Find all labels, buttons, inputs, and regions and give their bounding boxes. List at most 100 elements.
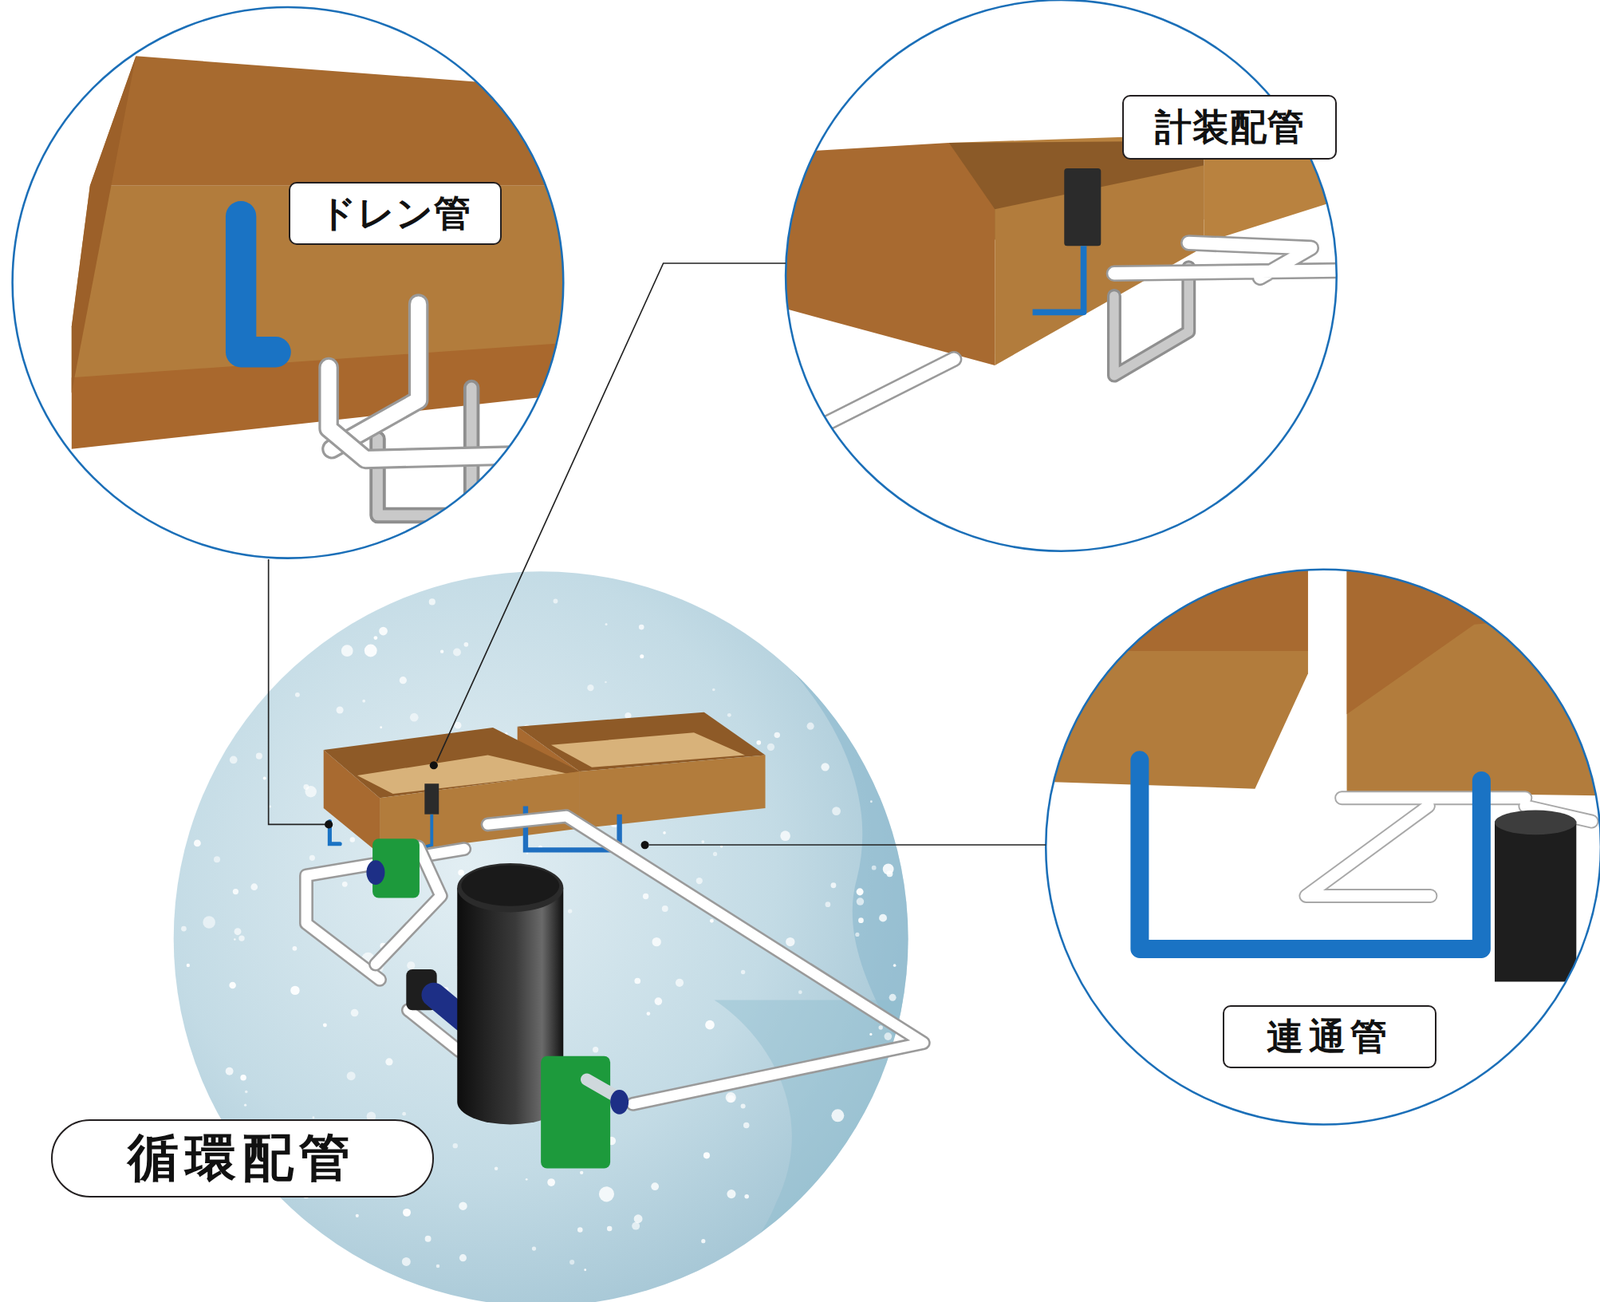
zoom-circle-drain xyxy=(12,7,583,559)
bubble-group xyxy=(675,978,684,987)
zoom-circle-connecting xyxy=(1347,560,1600,796)
bubble-group xyxy=(532,1245,536,1250)
bubble-group xyxy=(807,722,815,730)
connecting-pipe xyxy=(1139,760,1482,950)
bubble-group xyxy=(341,644,354,657)
bubble-group xyxy=(577,1226,584,1233)
bubble-group xyxy=(889,993,897,1001)
bubble-group xyxy=(457,869,465,876)
instrument-pipe xyxy=(424,814,432,848)
bubble-group xyxy=(567,908,572,913)
bubble-group xyxy=(856,897,865,906)
bubble-group xyxy=(263,776,267,780)
bubble-group xyxy=(878,1024,883,1029)
leader-dot xyxy=(640,840,649,849)
bubble-group xyxy=(401,1111,406,1116)
label-text: ドレン管 xyxy=(319,192,472,235)
bubble-group xyxy=(587,684,594,691)
bubble-group xyxy=(654,997,663,1005)
bubble-group xyxy=(878,914,887,923)
bubble-group xyxy=(458,1201,467,1210)
pipe-joint xyxy=(610,1089,629,1115)
bubble-group xyxy=(740,1103,746,1108)
bubble-group xyxy=(882,863,895,875)
bubble-group xyxy=(831,882,837,888)
tank-system xyxy=(579,754,766,828)
bubble-group xyxy=(234,927,242,935)
pipes xyxy=(331,303,419,450)
leader-line xyxy=(649,843,1047,846)
bubble-group xyxy=(855,932,860,937)
bubble-group xyxy=(429,598,436,605)
bubble-group xyxy=(350,836,355,842)
flange xyxy=(540,1056,611,1169)
leader-dot xyxy=(324,819,333,828)
bubble-group xyxy=(181,926,187,932)
pump xyxy=(1494,821,1577,982)
instrument-pipe xyxy=(1032,245,1084,312)
bubble-group xyxy=(238,934,245,941)
pipes xyxy=(815,358,954,429)
zoom-circle-instrument xyxy=(775,142,995,366)
bubble-group xyxy=(720,844,723,848)
bubble-group xyxy=(244,1103,247,1107)
bubble-group xyxy=(604,681,607,684)
bubble-group xyxy=(662,905,669,912)
bubble-group xyxy=(355,1213,359,1218)
bubble-group xyxy=(743,1122,750,1129)
bubble-group xyxy=(440,649,444,653)
bubble-group xyxy=(336,705,344,714)
drain-pipe xyxy=(240,216,276,352)
bubble-group xyxy=(213,855,221,863)
zoom-circle-instrument xyxy=(785,0,1337,552)
label-box: 計装配管 xyxy=(1122,94,1337,160)
bubble-group xyxy=(229,756,238,765)
bubble-group xyxy=(232,888,239,895)
bubble-group xyxy=(638,624,645,631)
pipes xyxy=(1114,242,1348,277)
bubble-group xyxy=(883,1032,892,1041)
label-box: 循環配管 xyxy=(51,1119,434,1198)
pipes xyxy=(331,303,419,450)
bubble-group xyxy=(374,635,379,640)
zoom-circle-connecting xyxy=(1040,560,1600,1124)
bubble-group xyxy=(525,1178,529,1181)
bubble-group xyxy=(652,937,662,946)
bubble-group xyxy=(870,800,873,803)
bubble-group xyxy=(725,1091,737,1103)
bubble-group xyxy=(825,901,832,907)
bubble-group xyxy=(346,1071,356,1080)
label-text: 連通管 xyxy=(1266,1015,1394,1058)
bubble-group xyxy=(311,1115,315,1119)
sensor xyxy=(1064,168,1101,246)
bubble-group xyxy=(631,1221,640,1230)
zoom-circle-drain xyxy=(12,7,564,559)
leader-line xyxy=(268,559,325,825)
bubble-group xyxy=(379,725,383,729)
leader-line xyxy=(268,263,1047,845)
leader-line xyxy=(437,263,786,761)
pipe-joint xyxy=(366,859,385,885)
pipes xyxy=(815,358,954,429)
bubble-group xyxy=(228,981,237,990)
bubble-group xyxy=(303,784,309,790)
bubble-group xyxy=(856,887,864,895)
bubble-group xyxy=(323,1023,328,1028)
label-text: 循環配管 xyxy=(127,1128,357,1188)
bubble-group xyxy=(193,839,201,847)
bubble-group xyxy=(726,1189,736,1199)
bubble-group xyxy=(579,1170,584,1175)
bubble-group xyxy=(406,961,415,970)
circulation-pipe xyxy=(306,815,924,1104)
bubble-group xyxy=(436,1264,440,1268)
zoom-circle-connecting xyxy=(1347,560,1600,714)
bubble-group xyxy=(756,740,761,745)
bubble-group xyxy=(409,713,419,722)
bubble-group xyxy=(402,1208,411,1217)
bubble-group xyxy=(639,654,644,659)
bubble-group xyxy=(701,1238,706,1243)
bubble-group xyxy=(599,1186,615,1202)
bubble-group xyxy=(494,1166,499,1171)
bubble-group xyxy=(401,1257,411,1266)
bubble-group xyxy=(569,1259,575,1265)
